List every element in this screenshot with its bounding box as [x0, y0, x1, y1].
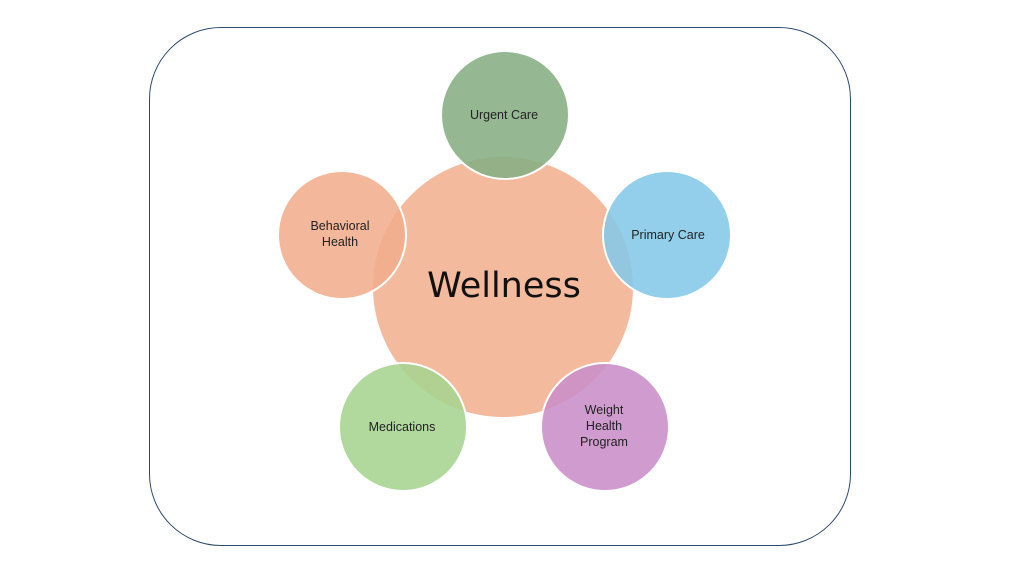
medications-circle	[338, 362, 468, 492]
wellness-label: Wellness	[427, 266, 581, 306]
urgent-care-label: Urgent Care	[469, 108, 539, 122]
weight-health-program-label: Weight Health Program	[580, 403, 628, 449]
primary-care-circle	[602, 170, 732, 300]
behavioral-health-circle	[277, 170, 407, 300]
urgent-care-circle	[440, 50, 570, 180]
primary-care-label: Primary Care	[631, 228, 705, 242]
medications-label: Medications	[368, 420, 436, 434]
weight-health-program-circle	[540, 362, 670, 492]
behavioral-health-label: Behavioral Health	[310, 219, 370, 249]
